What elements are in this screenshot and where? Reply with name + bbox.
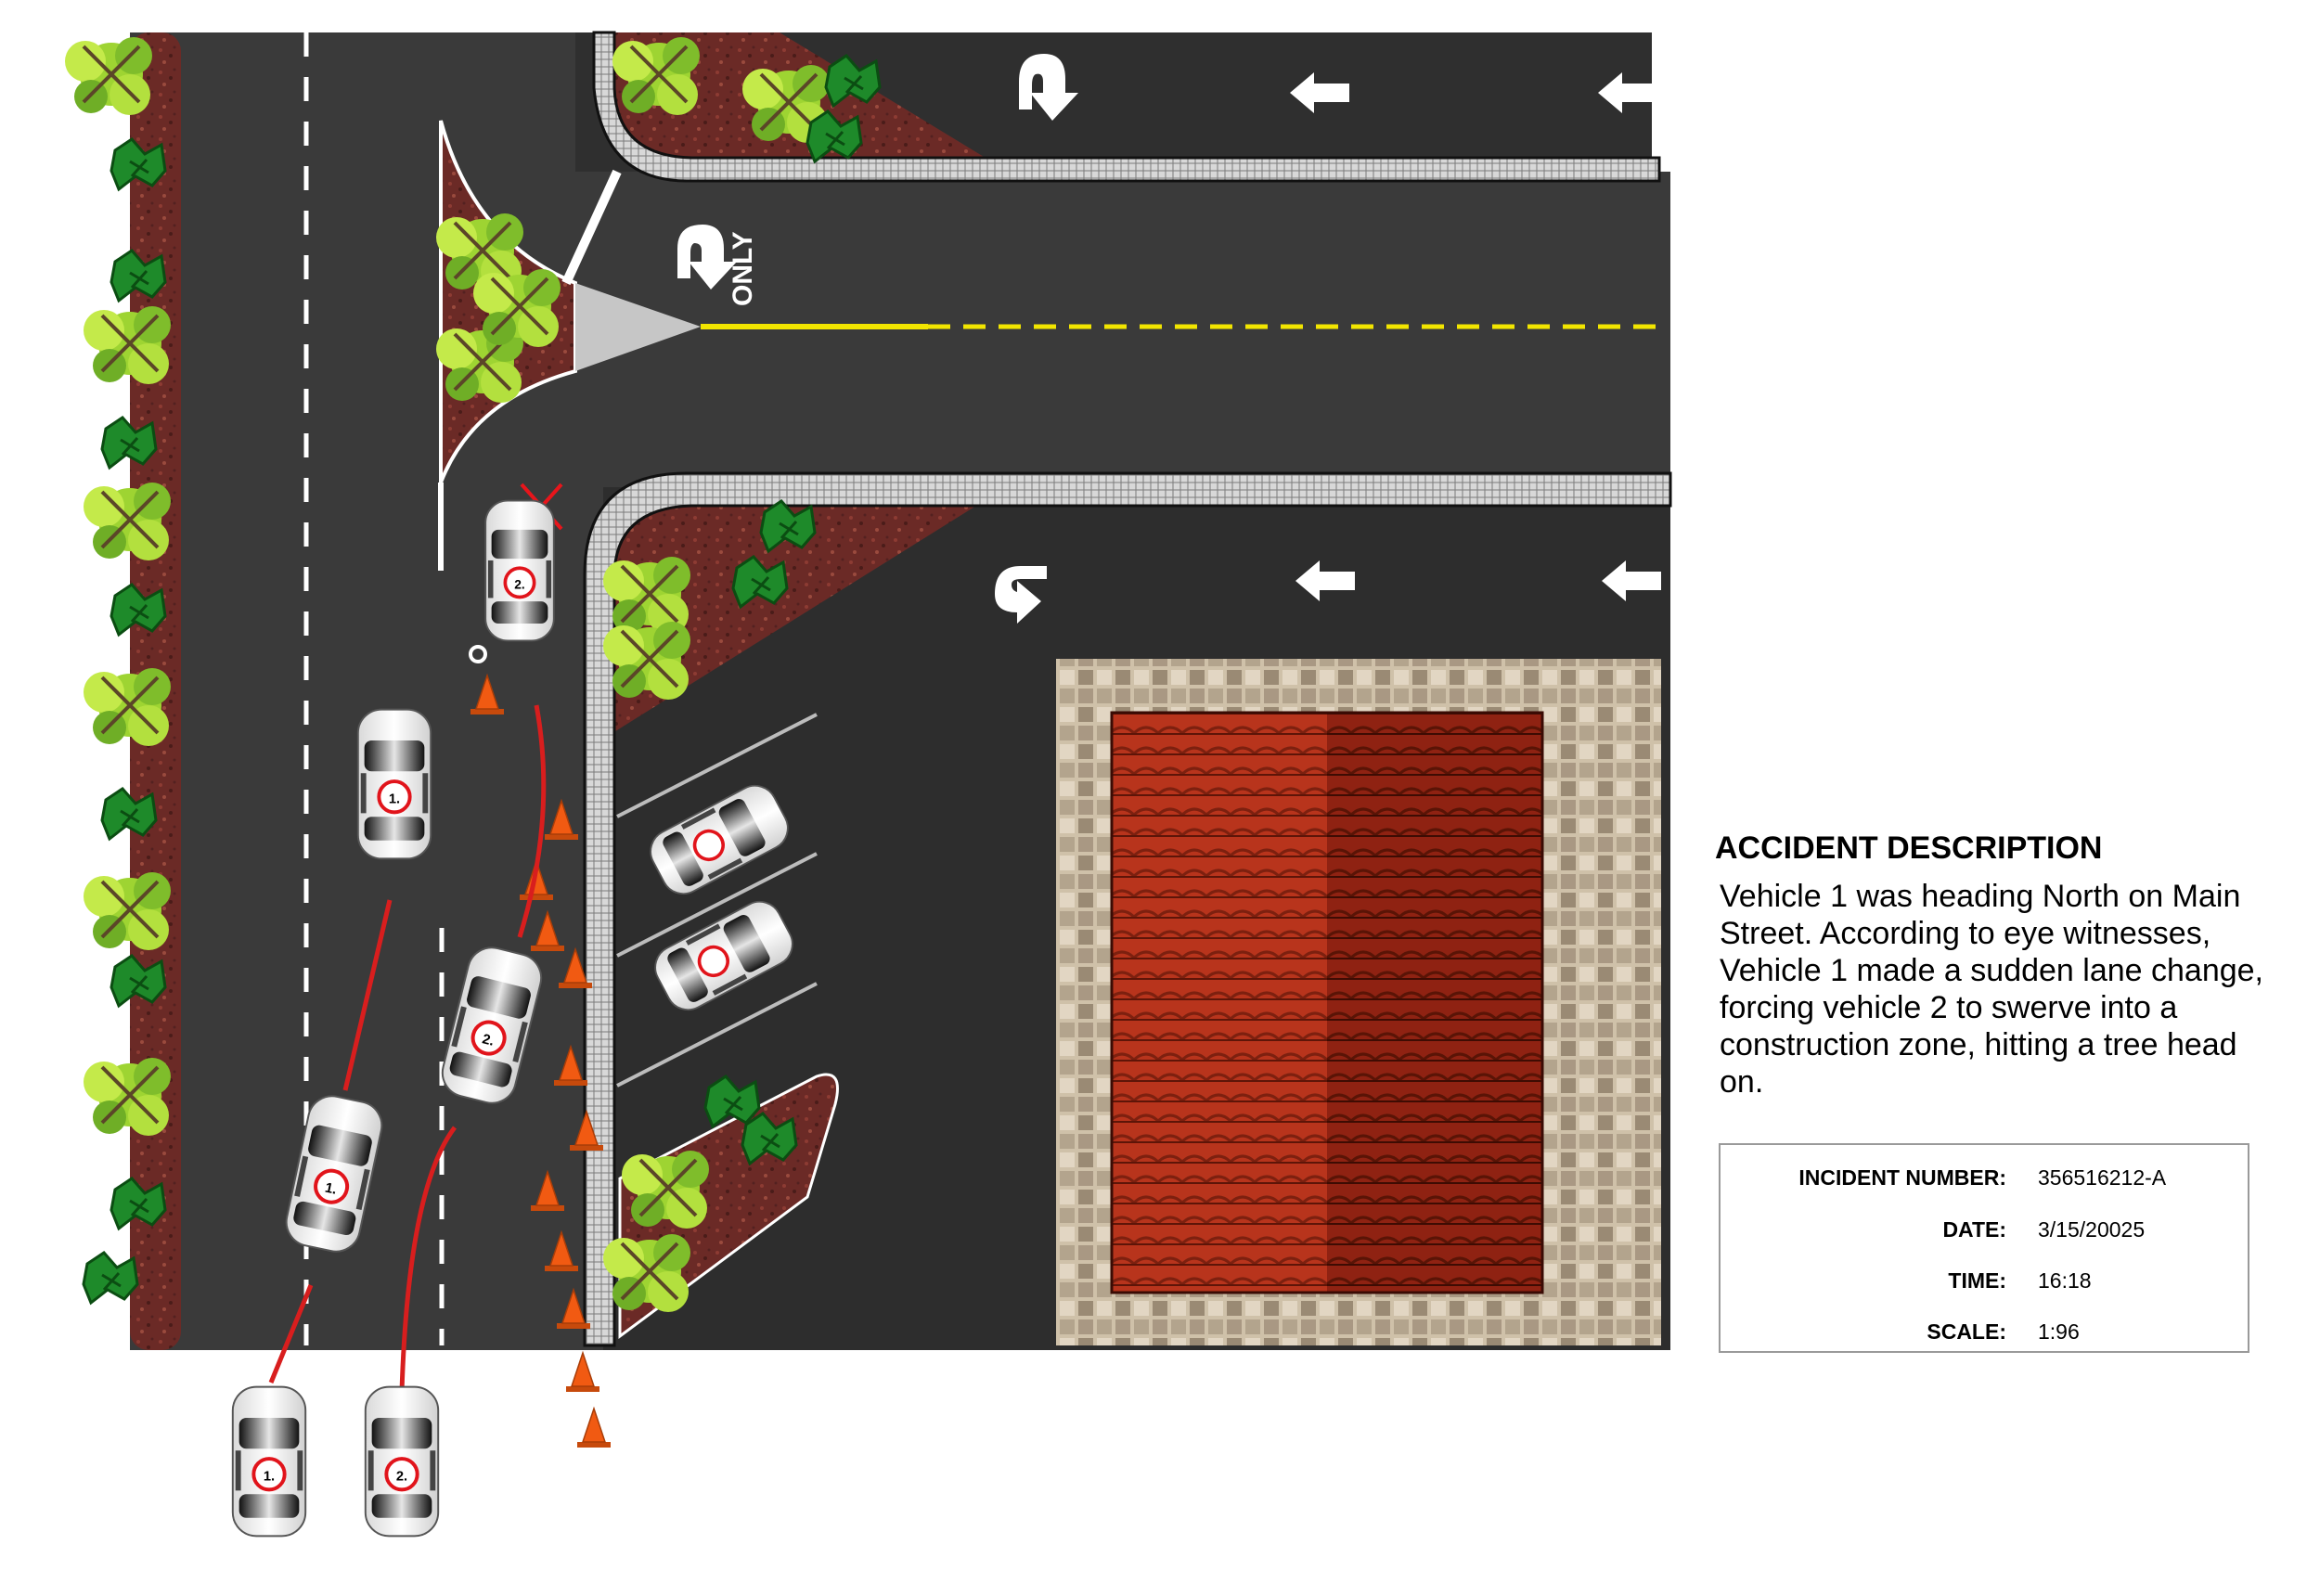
vehicle-2-start: 2. xyxy=(363,1384,441,1538)
upper-curb xyxy=(592,31,1661,183)
vehicle-1-mid: 1. xyxy=(279,1089,389,1258)
vehicle-1-end: 1. xyxy=(355,707,433,861)
scale-value: 1:96 xyxy=(2038,1319,2080,1344)
parking-line-2 xyxy=(616,852,818,958)
incident-number-label: INCIDENT NUMBER: xyxy=(1798,1165,2006,1190)
incident-number-row: INCIDENT NUMBER: 356516212-A xyxy=(1721,1165,2248,1193)
building-roof-right xyxy=(1327,713,1542,1293)
date-label: DATE: xyxy=(1942,1217,2006,1242)
parking-line-3 xyxy=(616,982,818,1088)
vehicle-1-start-label: 1. xyxy=(264,1470,275,1485)
description-title: ACCIDENT DESCRIPTION xyxy=(1715,830,2103,866)
island-nose xyxy=(575,283,701,371)
lower-curb xyxy=(583,471,1672,1347)
vehicle-2-crash: 2. xyxy=(483,498,556,643)
vehicle-2-start-label: 2. xyxy=(396,1470,407,1485)
description-text: Vehicle 1 was heading North on Main Stre… xyxy=(1720,879,2264,1100)
time-value: 16:18 xyxy=(2038,1268,2092,1293)
building-roof-outline xyxy=(1110,711,1544,1294)
building-roof-left xyxy=(1112,713,1327,1293)
vehicle-1-end-label: 1. xyxy=(389,792,400,807)
vehicle-2-path xyxy=(399,704,547,1393)
time-label: TIME: xyxy=(1948,1268,2006,1293)
scale-label: SCALE: xyxy=(1927,1319,2006,1344)
uturn-arrow-lower xyxy=(995,566,1047,624)
uturn-arrow-only xyxy=(677,225,737,290)
time-row: TIME: 16:18 xyxy=(1721,1268,2248,1296)
lower-planter xyxy=(612,501,984,733)
uturn-arrow-upper xyxy=(1019,54,1078,121)
scale-row: SCALE: 1:96 xyxy=(1721,1319,2248,1347)
vehicle-1-path xyxy=(268,899,393,1384)
vehicle-1-start: 1. xyxy=(230,1384,308,1538)
vehicle-1-mid-label: 1. xyxy=(324,1180,339,1198)
date-value: 3/15/20025 xyxy=(2038,1217,2146,1242)
vehicle-2-mid-label: 2. xyxy=(481,1031,496,1049)
incident-number-value: 356516212-A xyxy=(2038,1165,2167,1190)
parking-line-1 xyxy=(616,713,818,818)
incident-info-box: INCIDENT NUMBER: 356516212-A DATE: 3/15/… xyxy=(1719,1143,2249,1353)
vehicle-2-crash-label: 2. xyxy=(514,577,525,591)
impact-debris xyxy=(469,645,487,663)
vehicle-2-mid: 2. xyxy=(435,940,548,1111)
only-text: ONLY xyxy=(728,231,758,306)
island-guide-top xyxy=(561,169,622,286)
date-row: DATE: 3/15/20025 xyxy=(1721,1217,2248,1245)
